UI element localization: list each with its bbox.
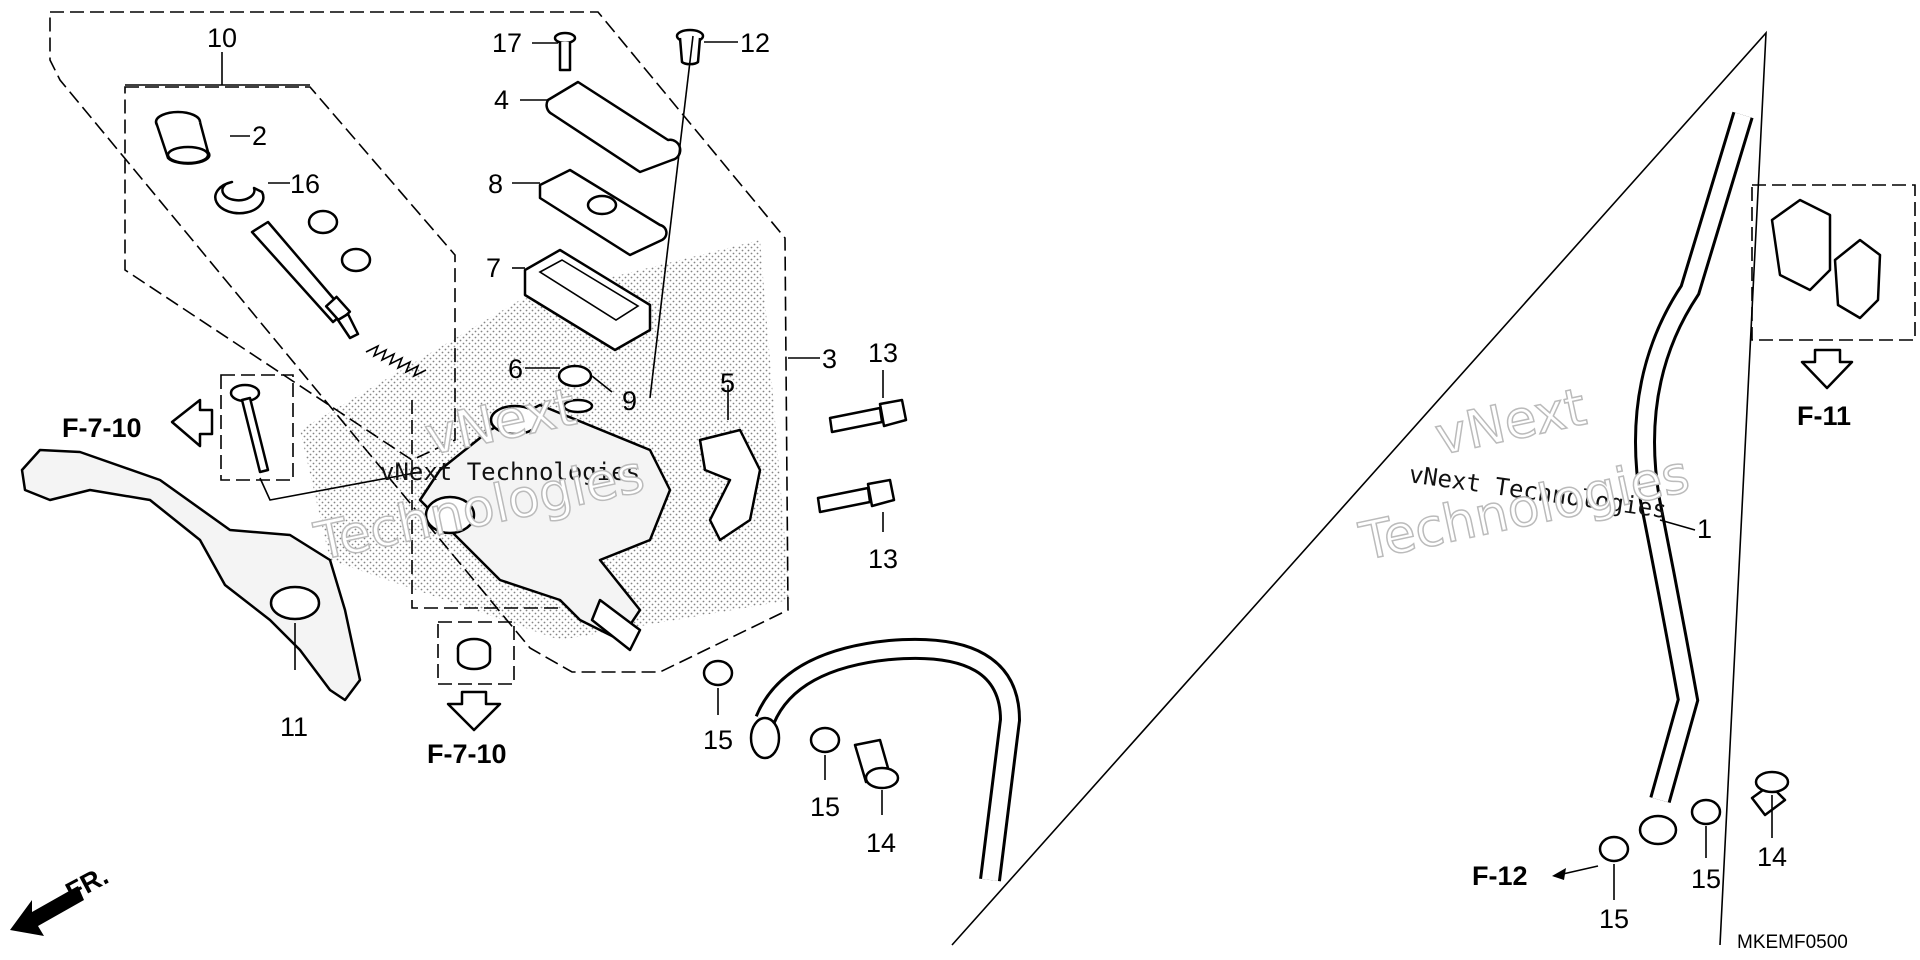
callout-17: 17 — [492, 28, 522, 58]
part-15-washer-a — [702, 659, 734, 687]
callout-13-lower: 13 — [868, 544, 898, 574]
callout-7: 7 — [486, 253, 501, 283]
leader-lines — [125, 35, 1773, 900]
ref-f7-10-left: F-7-10 — [62, 413, 142, 443]
part-8-plate — [538, 168, 668, 257]
part-13-bolt-upper — [828, 398, 908, 434]
part-2-boot — [154, 110, 211, 165]
part-piston — [250, 209, 372, 340]
ref-f12: F-12 — [1472, 861, 1528, 891]
callout-14-left: 14 — [866, 828, 896, 858]
callout-3: 3 — [822, 344, 837, 374]
part-7-diaphragm — [523, 248, 652, 352]
callout-9: 9 — [622, 386, 637, 416]
part-spring — [365, 344, 427, 378]
assembly-boundary-3 — [49, 11, 789, 673]
callout-14-right: 14 — [1757, 842, 1787, 872]
callout-13-upper: 13 — [868, 338, 898, 368]
callout-2: 2 — [252, 121, 267, 151]
watermark-big-right-2: Technologies — [1354, 445, 1694, 573]
inner-boundary — [411, 400, 560, 609]
part-16-circlip — [214, 180, 265, 215]
part-15-washer-b — [809, 726, 841, 754]
arrow-f12-head — [1552, 868, 1566, 880]
callout-8: 8 — [488, 169, 503, 199]
arrow-left-f7-10 — [170, 398, 214, 448]
part-hose-clamps — [1770, 198, 1882, 320]
hose-boundary — [951, 30, 1767, 946]
part-hose-banjo-right — [1638, 814, 1678, 846]
part-brake-hose-short-inner — [757, 640, 1019, 881]
part-4-reservoir-cap — [545, 80, 682, 174]
detail-box-nut — [437, 621, 515, 685]
part-pivot-nut — [456, 637, 492, 671]
callout-1: 1 — [1697, 514, 1712, 544]
ref-f11: F-11 — [1797, 401, 1851, 431]
arrow-down-f11 — [1800, 348, 1854, 390]
diagram-code: MKEMF0500 — [1737, 932, 1848, 953]
part-9-oring — [562, 398, 594, 414]
detail-box-f11 — [1751, 184, 1916, 341]
callout-6: 6 — [508, 354, 523, 384]
callout-12: 12 — [740, 28, 770, 58]
callout-5: 5 — [720, 368, 735, 398]
arrow-down-f7-10 — [446, 690, 502, 732]
part-14-bolt-right — [1750, 770, 1790, 817]
part-11-brake-lever — [20, 448, 362, 702]
assembly-boundary-10 — [124, 86, 456, 461]
part-12-cap — [675, 28, 705, 66]
part-3-master-cylinder — [418, 403, 672, 652]
part-14-bolt-left — [853, 738, 900, 790]
front-arrow-icon — [10, 886, 84, 936]
watermark-big-right-1: vNext — [1430, 377, 1591, 467]
part-6-grommet — [557, 364, 593, 388]
watermark-small-left: vNext Technologies — [380, 458, 640, 486]
callout-15-a: 15 — [703, 725, 733, 755]
callout-15-c: 15 — [1599, 904, 1629, 934]
part-17-screw — [553, 31, 577, 72]
callout-10: 10 — [207, 23, 237, 53]
part-5-holder — [698, 428, 762, 542]
detail-box-bolt — [220, 374, 294, 481]
callout-4: 4 — [494, 85, 509, 115]
part-13-bolt-lower — [816, 478, 896, 514]
callout-15-b: 15 — [810, 792, 840, 822]
callout-15-d: 15 — [1691, 864, 1721, 894]
callout-11: 11 — [280, 712, 308, 742]
part-pivot-bolt — [229, 383, 270, 474]
ref-f7-10-bottom: F-7-10 — [427, 739, 507, 769]
callout-16: 16 — [290, 169, 320, 199]
part-1-brake-hose-inner — [1637, 112, 1751, 803]
part-hose-banjo-left — [749, 716, 781, 760]
part-15-washer-d — [1690, 798, 1722, 826]
part-15-washer-c — [1598, 835, 1630, 863]
